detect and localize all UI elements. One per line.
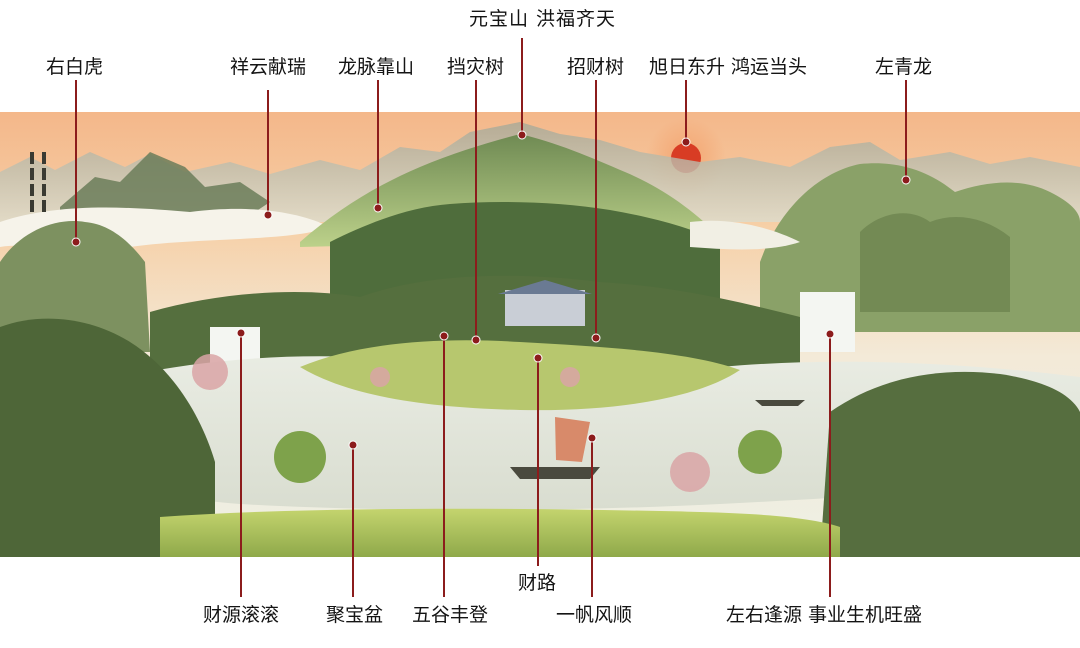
label-dang-zai-shu: 挡灾树 [447,56,505,78]
label-cai-yuan-gun-gun: 财源滚滚 [203,604,280,626]
label-ju-bao-pen: 聚宝盆 [326,604,384,626]
blossom-tree [192,354,228,390]
label-you-bai-hu: 右白虎 [46,56,104,78]
label-long-mai-kao-shan: 龙脉靠山 [338,56,415,78]
right-cliffs [860,213,1010,312]
blossom-tree [560,367,580,387]
blossom-tree [670,452,710,492]
trees-left [0,318,215,557]
left-mountains [60,152,270,222]
waterfall-right [800,292,855,352]
rice-field [160,508,840,557]
central-island [300,340,740,411]
boat-hull [510,467,600,479]
label-zhao-cai-shu: 招财树 [567,56,625,78]
inscription [30,152,46,212]
label-zuo-you-feng-yuan: 左右逢源 事业生机旺盛 [726,604,923,626]
clouds-right [690,220,800,250]
label-xiang-yun-xian-rui: 祥云献瑞 [230,56,307,78]
label-yi-fan-feng-shun: 一帆风顺 [556,604,633,626]
label-wu-gu-feng-deng: 五谷丰登 [412,604,489,626]
green-tree [274,431,326,483]
label-zuo-qing-long: 左青龙 [875,56,933,78]
blossom-tree [370,367,390,387]
sail [555,417,590,462]
trees-right [820,371,1080,557]
temple-roof [498,280,592,294]
temple [505,290,585,326]
landscape-painting [0,112,1080,557]
small-boat [755,400,805,406]
label-yuan-bao-shan: 元宝山 洪福齐天 [469,8,617,30]
label-xu-ri-dong-sheng: 旭日东升 鸿运当头 [649,56,808,78]
label-cai-lu: 财路 [518,572,557,594]
green-tree [738,430,782,474]
